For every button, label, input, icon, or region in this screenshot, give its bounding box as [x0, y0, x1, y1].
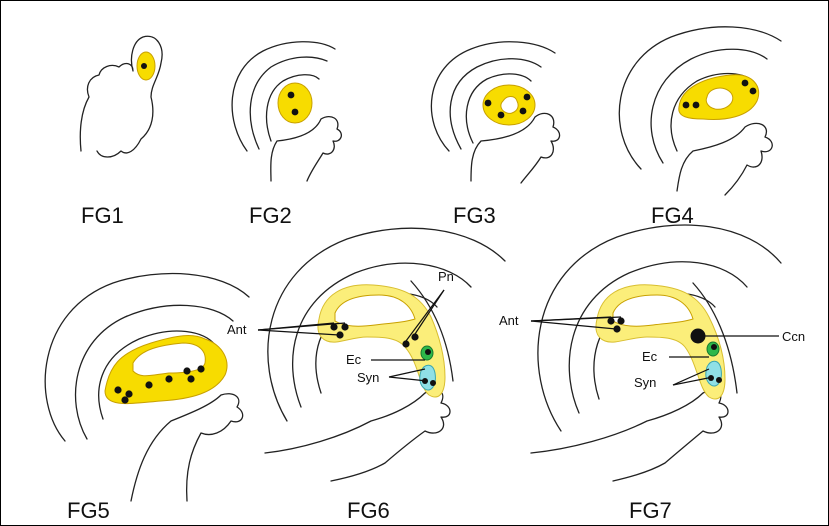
- fg6-label-syn: Syn: [357, 370, 379, 385]
- stage-fg7: Ant Ccn Ec Syn FG7: [499, 225, 805, 523]
- fg3-nucleus-4: [524, 94, 531, 101]
- fg5-nucleus-3: [121, 396, 128, 403]
- fg7-antipodal-1: [607, 317, 614, 324]
- fg3-nucleus-3: [520, 108, 527, 115]
- panel-label-fg5: FG5: [67, 498, 110, 523]
- fg1-nucleus: [141, 63, 147, 69]
- fg7-label-syn: Syn: [634, 375, 656, 390]
- fg5-nucleus-1: [114, 386, 121, 393]
- fg5-nucleus-4: [145, 381, 152, 388]
- fg2-embryo-sac: [278, 83, 312, 123]
- panel-label-fg4: FG4: [651, 203, 694, 228]
- fg5-nucleus-8: [183, 367, 190, 374]
- fg5-nucleus-2: [125, 390, 132, 397]
- fg6-label-ec: Ec: [346, 352, 362, 367]
- stage-fg3: FG3: [431, 42, 559, 228]
- stage-fg2: FG2: [232, 42, 341, 228]
- fg4-nucleus-2: [693, 102, 700, 109]
- panel-label-fg1: FG1: [81, 203, 124, 228]
- fg5-nucleus-7: [197, 365, 204, 372]
- fg4-vacuole: [706, 88, 733, 109]
- fg3-nucleus-2: [498, 112, 505, 119]
- fg6-synergids: [420, 365, 436, 390]
- fg7-label-ec: Ec: [642, 349, 658, 364]
- fg6-synergid-nucleus-2: [430, 380, 436, 386]
- stage-fg4: FG4: [619, 27, 781, 228]
- fg7-antipodal-2: [617, 317, 624, 324]
- fg7-funiculus: [531, 390, 728, 481]
- stage-fg5: FG5: [45, 274, 249, 523]
- fg6-funiculus: [265, 390, 450, 481]
- fg7-central-cell-nucleus: [691, 329, 706, 344]
- fg6-antipodal-2: [341, 323, 348, 330]
- fg4-nucleus-4: [750, 88, 757, 95]
- fg6-egg-nucleus: [425, 349, 431, 355]
- stage-fg1: FG1: [80, 36, 162, 228]
- panel-label-fg3: FG3: [453, 203, 496, 228]
- fg7-label-ant: Ant: [499, 313, 519, 328]
- fg4-nucleus-3: [742, 80, 749, 87]
- fg5-nucleus-5: [165, 375, 172, 382]
- fg2-nucleus-1: [288, 92, 295, 99]
- panel-label-fg7: FG7: [629, 498, 672, 523]
- fg5-funiculus: [131, 394, 243, 501]
- fg4-nucleus-1: [683, 102, 690, 109]
- fg6-polar-nucleus-2: [411, 333, 418, 340]
- fg5-nucleus-6: [187, 375, 194, 382]
- fg3-nucleus-1: [485, 100, 492, 107]
- panel-label-fg6: FG6: [347, 498, 390, 523]
- fg2-funiculus: [271, 117, 342, 181]
- fg7-label-ccn: Ccn: [782, 329, 805, 344]
- fg6-label-pn: Pn: [438, 269, 454, 284]
- fg6-polar-nucleus-1: [402, 340, 409, 347]
- fg7-egg-nucleus: [711, 344, 717, 350]
- stage-fg6: Ant Pn Ec Syn FG6: [227, 228, 505, 523]
- fg6-label-ant: Ant: [227, 322, 247, 337]
- fg4-funiculus: [677, 123, 772, 195]
- panel-label-fg2: FG2: [249, 203, 292, 228]
- fg2-nucleus-2: [292, 109, 299, 116]
- fg7-synergid-nucleus-2: [716, 377, 722, 383]
